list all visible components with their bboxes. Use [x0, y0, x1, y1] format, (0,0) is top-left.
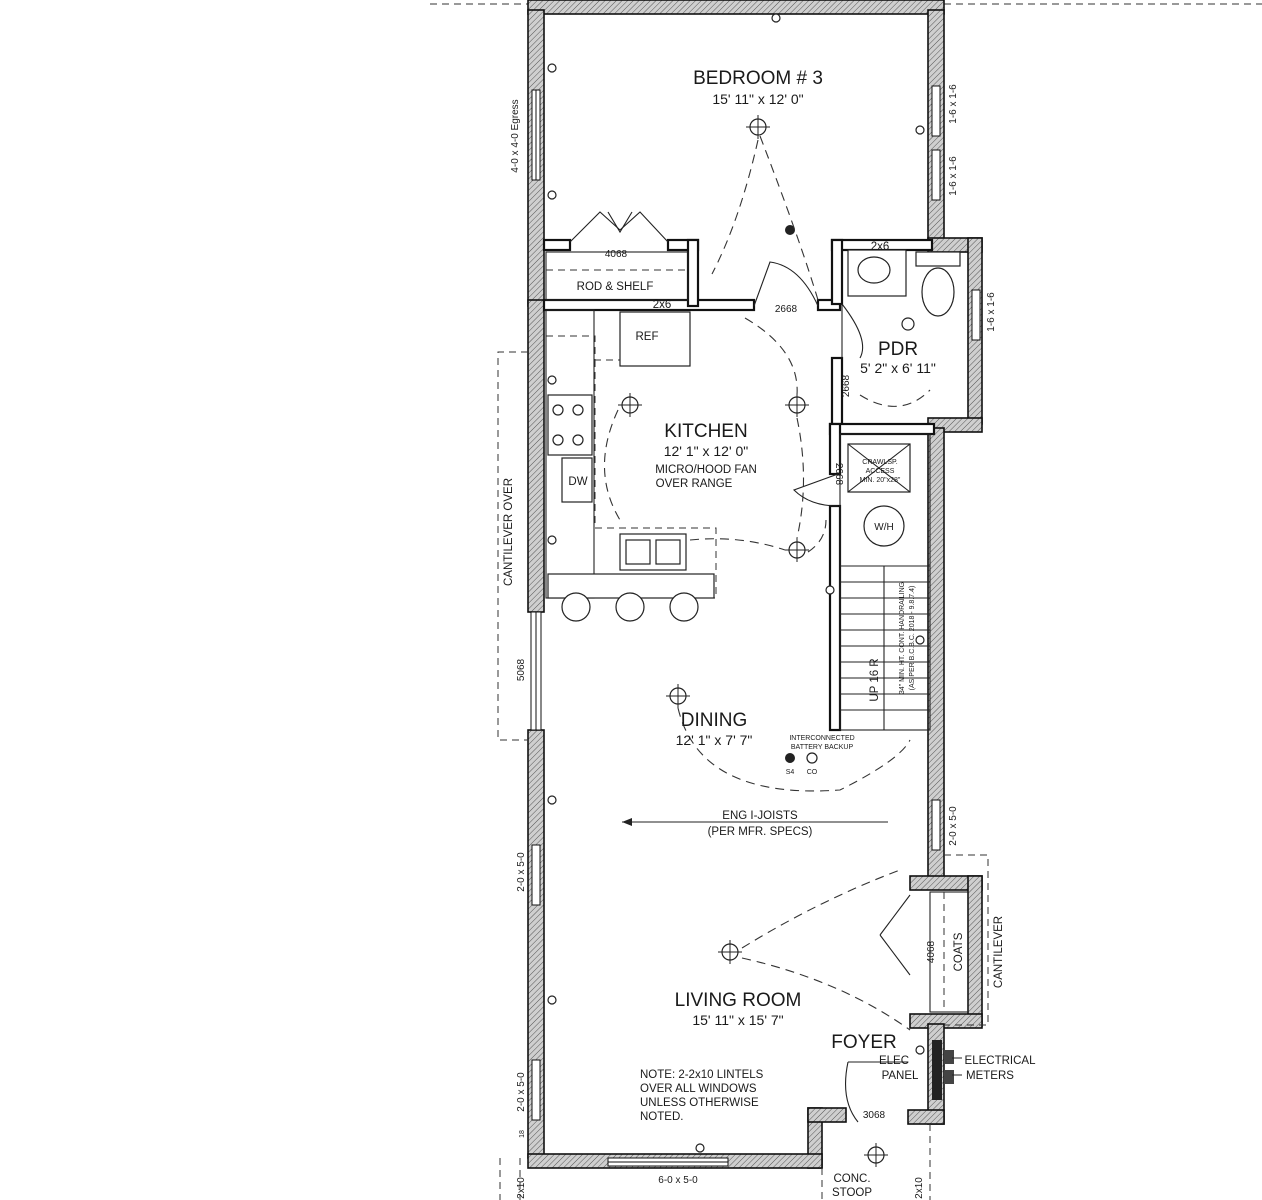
pdr-name: PDR [878, 339, 918, 360]
water-heater-label: W/H [874, 522, 893, 533]
cantilever-outline-left [497, 351, 528, 741]
elec-label-2: PANEL [882, 1070, 919, 1082]
kitchen-counters [545, 309, 717, 622]
cantilever-left-label: CANTILEVER OVER [503, 478, 515, 586]
foyer-name: FOYER [831, 1032, 896, 1053]
header-pdr-label: 2x6 [871, 241, 890, 253]
joists-label-1: ENG I-JOISTS [722, 810, 798, 822]
elec-label-1: ELEC [879, 1055, 909, 1067]
dw-label: DW [568, 476, 587, 488]
attic-label-2: ACCESS [866, 468, 895, 475]
joist-arrow [622, 818, 888, 826]
rod-shelf-label: ROD & SHELF [577, 281, 654, 293]
closet [545, 211, 689, 301]
stoop-sides [499, 1158, 521, 1200]
bedroom-size: 15' 11" x 12' 0" [712, 91, 803, 107]
window-left-2-label: 2-0 x 5-0 [516, 1072, 527, 1112]
lintel-right-label: 2x10 [914, 1177, 925, 1199]
electrical-panel [932, 1040, 954, 1100]
door-pdr-label: 2668 [841, 374, 852, 397]
cantilever-right-label: CANTILEVER [993, 916, 1005, 988]
meters-label-1: ELECTRICAL [965, 1055, 1037, 1067]
door-stair-label: 2668 [833, 463, 844, 486]
smoke-label-2: BATTERY BACKUP [791, 744, 854, 751]
meters-label-2: METERS [966, 1070, 1014, 1082]
interior-walls [542, 238, 936, 732]
kitchen-note1: MICRO/HOOD FAN [655, 464, 757, 476]
patio-door[interactable] [530, 611, 542, 731]
co-label: CO [807, 769, 818, 776]
header-bed-label: 2x6 [653, 299, 672, 311]
light-fixtures [618, 115, 915, 1167]
door-bed-label: 2668 [775, 304, 798, 315]
dining-name: DINING [681, 710, 748, 731]
attic-label-3: MIN. 20"x28" [860, 477, 901, 484]
stairs [839, 433, 931, 731]
smoke-label-1: INTERCONNECTED [789, 735, 854, 742]
wall-outlets [547, 13, 925, 1153]
window-right-3-label: 2-0 x 5-0 [948, 806, 959, 846]
stoop-outline [821, 1124, 931, 1200]
front-door-label: 3068 [863, 1110, 886, 1121]
mark-18-label: 18 [519, 1130, 526, 1138]
pdr-fixtures [847, 249, 961, 317]
lintel-note-2: OVER ALL WINDOWS [640, 1083, 757, 1095]
windows [531, 85, 981, 1167]
window-pdr-label: 1-6 x 1-6 [986, 292, 997, 332]
electrical-wiring [603, 135, 931, 1031]
stoop-label-1: CONC. [833, 1173, 870, 1185]
window-front-label: 6-0 x 5-0 [658, 1175, 698, 1186]
kitchen-size: 12' 1" x 12' 0" [664, 443, 749, 459]
coats-label: COATS [953, 932, 965, 971]
stoop-label-2: STOOP [832, 1187, 872, 1199]
coats-closet [929, 891, 969, 1013]
ref-label: REF [636, 331, 659, 343]
window-right-2-label: 1-6 x 1-6 [948, 156, 959, 196]
dining-size: 12' 1" x 7' 7" [676, 732, 753, 748]
closet-door2-label: 4068 [926, 940, 937, 963]
pdr-size: 5' 2" x 6' 11" [860, 360, 936, 376]
kitchen-name: KITCHEN [664, 421, 747, 442]
stair-up-label: UP 16 R [869, 658, 881, 701]
attic-label-1: CRAWLSP. [862, 459, 897, 466]
s4-label: S4 [786, 769, 795, 776]
stair-note-2: (AS PER B.C.B.C. 2018 - 9.8.7.4) [909, 586, 916, 691]
living-name: LIVING ROOM [675, 990, 802, 1011]
closet-door-label: 4068 [605, 249, 628, 260]
window-left-1-label: 2-0 x 5-0 [516, 852, 527, 892]
egress-window-label: 4-0 x 4-0 Egress [510, 99, 521, 172]
living-size: 15' 11" x 15' 7" [692, 1012, 783, 1028]
lintel-note-3: UNLESS OTHERWISE [640, 1097, 759, 1109]
stair-note-1: 34" MIN. HT. CONT. HANDRAILING [899, 582, 906, 694]
bedroom-name: BEDROOM # 3 [693, 68, 823, 89]
lintel-note-4: NOTED. [640, 1111, 683, 1123]
lintel-note-1: NOTE: 2-2x10 LINTELS [640, 1069, 764, 1081]
door-swings [753, 261, 911, 1123]
patio-door-label: 5068 [516, 658, 527, 681]
lintel-left-label: 2x10 [516, 1177, 527, 1199]
joists-label-2: (PER MFR. SPECS) [708, 826, 813, 838]
kitchen-note2: OVER RANGE [656, 478, 733, 490]
window-right-1-label: 1-6 x 1-6 [948, 84, 959, 124]
